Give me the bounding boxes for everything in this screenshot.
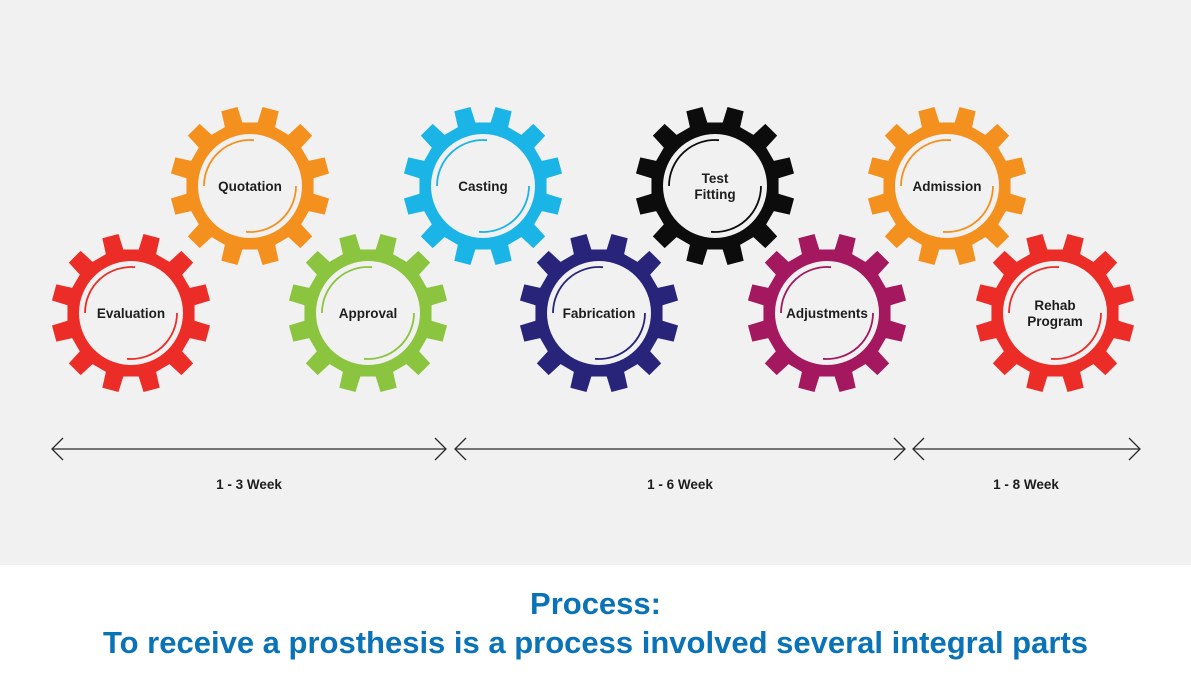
arrowhead-right-icon [1128,437,1141,461]
arrowhead-right-icon [434,437,447,461]
gear-test-fitting-label: Test [702,171,729,186]
gear-admission-arc-lower [942,185,994,233]
gear-rehab-program-arc-lower [1050,312,1102,360]
gear-casting-shape [403,106,563,266]
gear-adjustments-arc-lower [822,312,874,360]
arrowhead-left-icon [912,437,925,461]
duration-phase-1-label: 1 - 3 Week [216,477,282,492]
gear-casting-label: Casting [458,179,508,194]
gear-approval-arc-upper [321,266,373,314]
gear-adjustments: Adjustments [747,233,907,393]
gear-admission-shape [867,106,1027,266]
arrowhead-left-icon [454,437,467,461]
gear-fabrication-arc-lower [594,312,646,360]
gear-quotation-label: Quotation [218,179,282,194]
gear-fabrication-label: Fabrication [563,306,636,321]
gear-casting-arc-lower [478,185,530,233]
gear-evaluation-arc-upper [84,266,136,314]
gear-approval: Approval [288,233,448,393]
duration-phase-2: 1 - 6 Week [454,437,906,492]
gear-approval-shape [288,233,448,393]
diagram-background [0,0,1191,565]
gear-test-fitting-label: Fitting [694,187,735,202]
caption-title: Process: [530,586,661,621]
arrowhead-right-icon [893,437,906,461]
gear-rehab-program-label: Rehab [1034,298,1075,313]
gear-adjustments-arc-upper [780,266,832,314]
gear-rehab-program-shape [975,233,1135,393]
gear-approval-label: Approval [339,306,398,321]
gear-admission: Admission [867,106,1027,266]
gear-evaluation: Evaluation [51,233,211,393]
gear-evaluation-shape [51,233,211,393]
gear-evaluation-label: Evaluation [97,306,165,321]
gear-fabrication: Fabrication [519,233,679,393]
duration-phase-3: 1 - 8 Week [912,437,1141,492]
gear-rehab-program-arc-upper [1008,266,1060,314]
gear-quotation-arc-lower [245,185,297,233]
gear-casting-arc-upper [436,139,488,187]
gear-quotation: Quotation [170,106,330,266]
gear-quotation-arc-upper [203,139,255,187]
gear-admission-arc-upper [900,139,952,187]
duration-phase-2-label: 1 - 6 Week [647,477,713,492]
arrowhead-left-icon [51,437,64,461]
gear-quotation-shape [170,106,330,266]
caption: Process: To receive a prosthesis is a pr… [0,585,1191,663]
gear-rehab-program-label: Program [1027,314,1083,329]
gear-fabrication-arc-upper [552,266,604,314]
gear-fabrication-shape [519,233,679,393]
gear-adjustments-label: Adjustments [786,306,868,321]
caption-text: To receive a prosthesis is a process inv… [103,625,1088,660]
gear-admission-label: Admission [912,179,981,194]
gear-test-fitting-shape [635,106,795,266]
gear-adjustments-shape [747,233,907,393]
gear-approval-arc-lower [363,312,415,360]
gear-test-fitting-arc-upper [668,139,720,187]
gear-casting: Casting [403,106,563,266]
gear-test-fitting-arc-lower [710,185,762,233]
duration-phase-3-label: 1 - 8 Week [993,477,1059,492]
duration-phase-1: 1 - 3 Week [51,437,447,492]
gear-evaluation-arc-lower [126,312,178,360]
